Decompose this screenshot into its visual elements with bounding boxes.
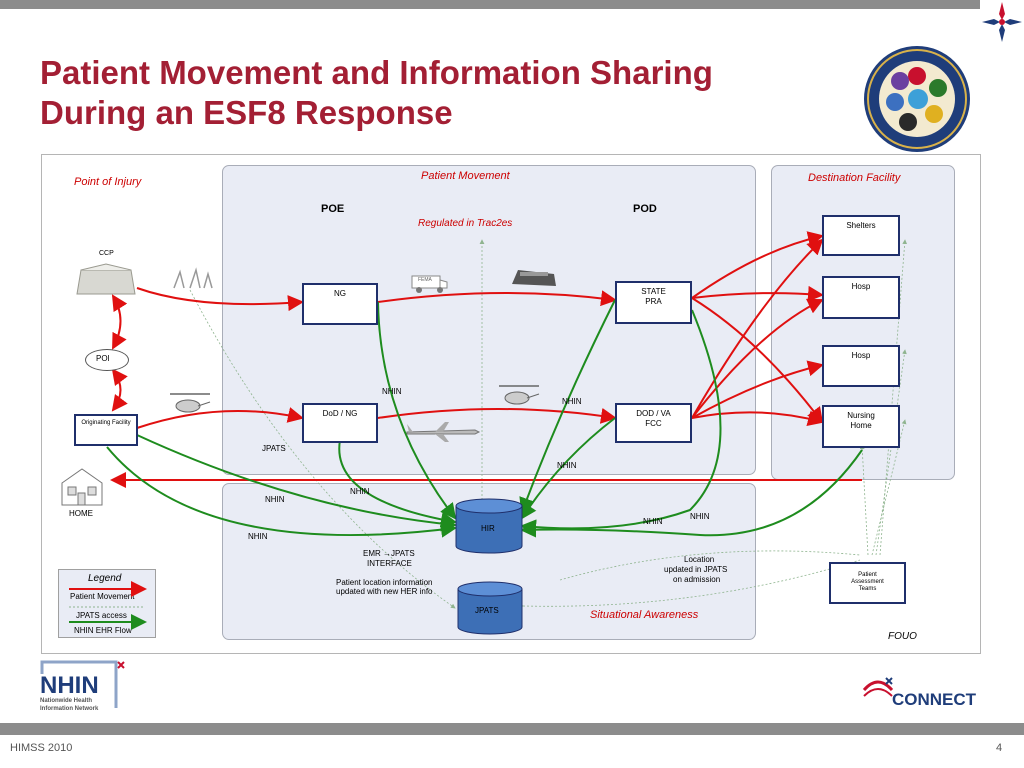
nhin-label-4: NHIN: [350, 487, 370, 496]
ccp-tent-icon: [76, 263, 136, 295]
connect-logo-text: CONNECT: [892, 690, 977, 709]
shelters-label: Shelters: [846, 221, 876, 230]
location-line-2: updated in JPATS: [664, 565, 728, 574]
hir-label: HIR: [481, 524, 495, 533]
jpats-db-label: JPATS: [475, 606, 499, 615]
legend-title: Legend: [88, 573, 122, 584]
nhin-logo-line-1: Nationwide Health: [40, 698, 93, 704]
home-label: HOME: [69, 509, 93, 518]
hosp-label-1: Hosp: [851, 282, 871, 291]
poe-label: POE: [321, 203, 345, 215]
location-line-3: on admission: [673, 575, 721, 584]
footer-left: HIMSS 2010: [10, 742, 73, 754]
hir-database-icon: [455, 498, 523, 554]
department-seal-icon: [864, 46, 970, 152]
legend-lines: [69, 581, 147, 630]
nhin-label-8: NHIN: [690, 512, 710, 521]
hosp-box-2: Hosp: [822, 345, 900, 387]
fcc-label: FCC: [645, 419, 662, 428]
poi-label: POI: [96, 354, 110, 363]
legend-nhin-ehr: NHIN EHR Flow: [74, 626, 132, 635]
point-of-injury-label: Point of Injury: [74, 176, 142, 188]
page-title: Patient Movement and Information Sharing…: [40, 53, 713, 133]
emr-line-1: EMR →JPATS: [363, 549, 415, 558]
nhin-logo-line-2: Information Network: [40, 706, 99, 712]
hosp-box-1: Hosp: [822, 276, 900, 319]
poi-node: [85, 349, 129, 371]
bottom-bar: [0, 723, 1024, 735]
nhin-label-3: NHIN: [557, 461, 577, 470]
nhin-label-6: NHIN: [248, 532, 268, 541]
nursing-home-box: Nursing Home: [822, 405, 900, 448]
helicopter-icon-2: [499, 385, 540, 405]
hosp-label-2: Hosp: [851, 351, 871, 360]
jpats-text-label: JPATS: [262, 444, 286, 453]
nhin-logo-text: NHIN: [40, 672, 99, 699]
nhin-label-1: NHIN: [382, 387, 402, 396]
slide-number: 4: [996, 742, 1003, 754]
nhin-label-7: NHIN: [643, 517, 663, 526]
legend-box: Legend Patient Movement JPATS access NHI…: [58, 569, 156, 638]
title-line-1: Patient Movement and Information Sharing: [40, 54, 713, 91]
ng-label: NG: [334, 289, 346, 298]
state-label: STATE: [641, 287, 666, 296]
connect-logo: CONNECT: [858, 670, 988, 714]
nhin-label-2: NHIN: [562, 397, 582, 406]
helicopter-icon-1: [170, 393, 211, 413]
ng-box: NG: [302, 283, 378, 325]
destination-facility-label: Destination Facility: [808, 172, 901, 184]
pod-label: POD: [633, 203, 657, 215]
location-line-1: Location: [684, 555, 715, 564]
nursing-label: Nursing: [847, 411, 875, 420]
star-cross-logo-icon: [980, 0, 1024, 44]
dod-va-label: DOD / VA: [636, 409, 671, 418]
patient-movement-label: Patient Movement: [421, 170, 510, 182]
home-label-2: Home: [850, 421, 872, 430]
train-icon: [512, 270, 556, 286]
home-icon: [61, 468, 103, 506]
situational-awareness-label: Situational Awareness: [590, 609, 699, 621]
dod-va-box: DOD / VA FCC: [615, 403, 692, 443]
regulated-label: Regulated in Trac2es: [418, 218, 513, 229]
fouo-label: FOUO: [888, 631, 917, 642]
medics-icon: [173, 267, 213, 289]
jpats-database-icon: [457, 581, 523, 635]
nhin-logo: NHIN Nationwide Health Information Netwo…: [38, 660, 130, 718]
pra-label: PRA: [645, 297, 662, 306]
shelters-box: Shelters: [822, 215, 900, 256]
airplane-icon: [406, 422, 481, 442]
ccp-label: CCP: [99, 250, 114, 257]
legend-jpats-access: JPATS access: [76, 611, 127, 620]
originating-facility-label: Originating Facility: [81, 420, 131, 426]
patient-loc-line-2: updated with new HER info: [336, 587, 433, 596]
state-pra-box: STATE PRA: [615, 281, 692, 324]
patient-assessment-box: Patient Assessment Teams: [829, 562, 906, 604]
originating-facility-box: Originating Facility: [74, 414, 138, 446]
dod-ng-label: DoD / NG: [322, 409, 358, 418]
connect-swirl-icon: [862, 677, 894, 697]
emr-line-2: INTERFACE: [367, 559, 412, 568]
nhin-label-5: NHIN: [265, 495, 285, 504]
patient-loc-line-1: Patient location information: [336, 578, 433, 587]
nhin-bracket-icon: [40, 660, 125, 708]
dod-ng-box: DoD / NG: [302, 403, 378, 443]
patient-label: Patient: [858, 572, 877, 578]
ambulance-icon: [411, 275, 448, 293]
title-line-2: During an ESF8 Response: [40, 94, 453, 131]
top-bar: [0, 0, 990, 9]
teams-label: Teams: [858, 586, 877, 592]
assessment-label: Assessment: [851, 579, 884, 585]
legend-patient-movement: Patient Movement: [70, 592, 135, 601]
fema-label: FEMA: [418, 277, 432, 283]
